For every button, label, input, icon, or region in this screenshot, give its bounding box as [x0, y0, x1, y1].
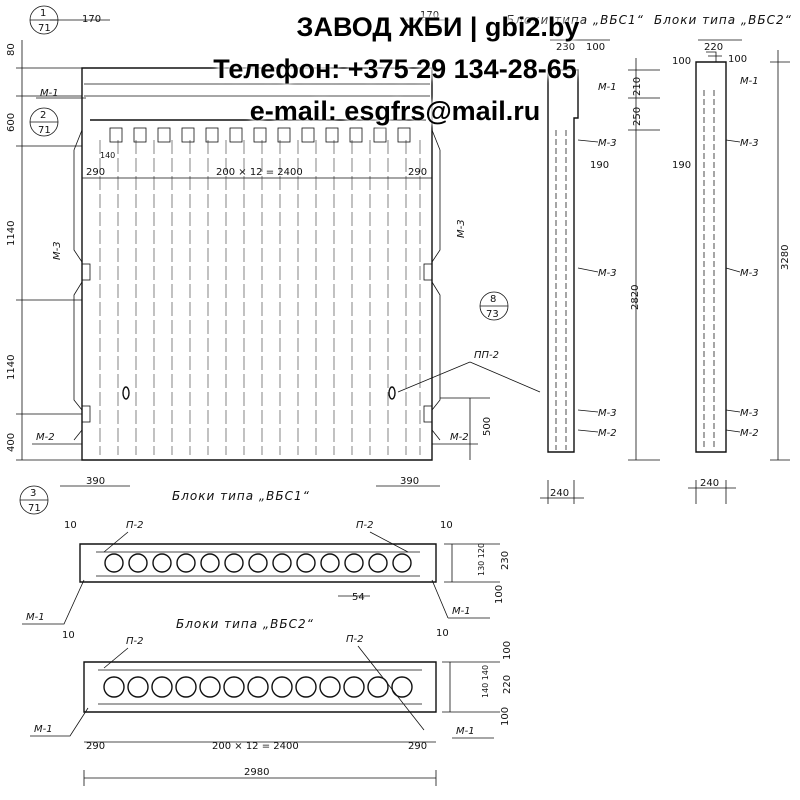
dim-140: 140	[100, 151, 115, 160]
plan2-dim-10-left: 10	[62, 630, 75, 641]
callout-8-73: 8 73	[479, 291, 509, 321]
svg-text:2: 2	[40, 110, 46, 121]
label-m2-left: М-2	[36, 432, 55, 443]
title-plan-vbs1: Блоки типа „ВБС1“	[172, 489, 310, 503]
s2-dim-220: 220	[704, 42, 723, 53]
plan1-label-m1-right: М-1	[452, 606, 471, 617]
plan2-dim-10-right: 10	[436, 628, 449, 639]
s1-dim-2820: 2820	[630, 285, 641, 310]
label-m2-right: М-2	[450, 432, 469, 443]
svg-text:3: 3	[30, 488, 36, 499]
watermark-company: ЗАВОД ЖБИ | gbi2.by	[296, 12, 580, 42]
s2-dim-240: 240	[700, 478, 719, 489]
s2-label-m2: М-2	[740, 428, 759, 439]
svg-text:71: 71	[28, 503, 41, 514]
s1-label-m1: М-1	[598, 82, 617, 93]
dim-390-right: 390	[400, 476, 419, 487]
plan1-dim-10-left: 10	[64, 520, 77, 531]
plan-vbs2: Блоки типа „ВБС2“ П-2 П-2 10 10 100 220 …	[30, 617, 513, 786]
plan1-label-p2-left: П-2	[126, 520, 144, 531]
dim-170-right: 170	[420, 10, 439, 21]
svg-text:71: 71	[38, 125, 51, 136]
plan1-label-p2-right: П-2	[356, 520, 374, 531]
plan2-label-p2-left: П-2	[126, 636, 144, 647]
plan-vbs1-cores	[104, 553, 412, 573]
dim-pitch: 200 × 12 = 2400	[216, 167, 303, 178]
section-vbs1: Блоки типа „ВБС1“ 230 100 210 250 2820 1…	[506, 13, 660, 504]
s1-label-m3-a: М-3	[598, 138, 617, 149]
plan2-label-p2-right: П-2	[346, 634, 364, 645]
s1-dim-230: 230	[556, 42, 575, 53]
svg-text:1: 1	[40, 8, 46, 19]
dim-290-left: 290	[86, 167, 105, 178]
s2-dim-100-top: 100	[672, 56, 691, 67]
plan2-dim-290-right: 290	[408, 741, 427, 752]
s2-label-m3-b: М-3	[740, 268, 759, 279]
plan2-dim-100-bottom: 100	[500, 707, 511, 726]
plan1-label-m1-left: М-1	[26, 612, 45, 623]
s2-dim-100-right: 100	[728, 54, 747, 65]
dim-600: 600	[6, 113, 17, 132]
dim-290-right: 290	[408, 167, 427, 178]
title-plan-vbs2: Блоки типа „ВБС2“	[176, 617, 314, 631]
title-section-vbs2: Блоки типа „ВБС2“	[654, 13, 792, 27]
dim-80: 80	[6, 43, 17, 56]
core-openings-row	[109, 127, 411, 143]
label-m3-right: М-3	[456, 219, 467, 238]
callout-3-71: 3 71	[19, 485, 49, 515]
dim-1140-lower: 1140	[6, 355, 17, 380]
plan-vbs2-cores	[103, 676, 413, 698]
svg-text:73: 73	[486, 309, 499, 320]
section-vbs2: Блоки типа „ВБС2“ 220 100 100 190 3280 М…	[654, 13, 792, 504]
plan2-dim-100-top: 100	[502, 641, 513, 660]
core-hatching	[99, 140, 421, 455]
plan2-dim-2980: 2980	[244, 767, 269, 778]
plan2-dim-pitch: 200 × 12 = 2400	[212, 741, 299, 752]
s1-label-m3-c: М-3	[598, 408, 617, 419]
dim-1140-upper: 1140	[6, 221, 17, 246]
label-m3-left: М-3	[52, 241, 63, 260]
plan1-dim-100: 100	[494, 585, 505, 604]
dim-400: 400	[6, 433, 17, 452]
dim-390-left: 390	[86, 476, 105, 487]
plan1-dim-54: 54	[352, 592, 365, 603]
front-elevation: 80 600 1140 1140 400 170 170 290 290 200…	[6, 5, 541, 515]
s2-dim-190: 190	[672, 160, 691, 171]
s1-label-m2: М-2	[598, 428, 617, 439]
s1-dim-240: 240	[550, 488, 569, 499]
plan2-label-m1-right: М-1	[456, 726, 475, 737]
svg-text:71: 71	[38, 23, 51, 34]
s1-dim-100: 100	[586, 42, 605, 53]
plan2-dim-220: 220	[502, 675, 513, 694]
watermark-email: e-mail: esgfrs@mail.ru	[249, 96, 541, 126]
svg-text:8: 8	[490, 294, 496, 305]
plan2-dim-290-left: 290	[86, 741, 105, 752]
title-section-vbs1: Блоки типа „ВБС1“	[506, 13, 644, 27]
watermark-phone: Телефон: +375 29 134-28-65	[213, 54, 577, 84]
label-pp2: ПП-2	[474, 350, 499, 361]
callout-1-71: 1 71	[29, 5, 59, 35]
s2-label-m1: М-1	[740, 76, 759, 87]
plan1-dim-10-right: 10	[440, 520, 453, 531]
s1-dim-190: 190	[590, 160, 609, 171]
dim-500: 500	[482, 417, 493, 436]
s2-label-m3-c: М-3	[740, 408, 759, 419]
s1-dim-210: 210	[632, 77, 643, 96]
plan1-dim-230: 230	[500, 551, 511, 570]
callout-2-71: 2 71	[29, 107, 59, 137]
dim-170-left: 170	[82, 14, 101, 25]
label-m1-left: М-1	[40, 88, 59, 99]
s2-label-m3-a: М-3	[740, 138, 759, 149]
plan-vbs1: Блоки типа „ВБС1“ П-2 П-2 10 10 130 120 …	[22, 489, 511, 625]
plan2-label-m1-left: М-1	[34, 724, 53, 735]
s1-label-m3-b: М-3	[598, 268, 617, 279]
plan1-dim-130: 130 120	[477, 543, 486, 576]
plan2-dim-140: 140 140	[481, 665, 490, 698]
s2-dim-3280: 3280	[780, 245, 791, 270]
s1-dim-250: 250	[632, 107, 643, 126]
